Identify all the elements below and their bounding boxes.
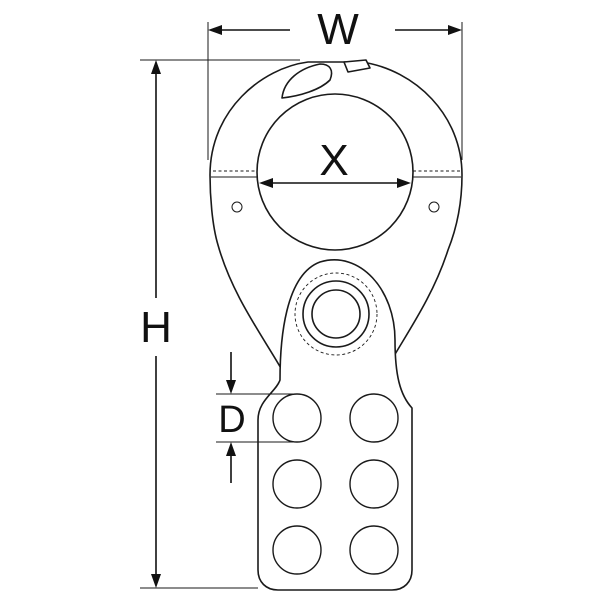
d-label: D <box>218 399 245 441</box>
dimension-x: X <box>259 136 411 188</box>
pivot-inner <box>311 289 361 339</box>
d-arrow-bottom <box>226 442 236 456</box>
x-label: X <box>319 136 348 185</box>
jaw-body <box>209 59 463 371</box>
padlock-hole-5 <box>272 525 322 575</box>
pivot-dashed-ring <box>294 272 378 356</box>
padlock-hole-3 <box>272 459 322 509</box>
dimension-h: H <box>140 59 300 589</box>
h-arrow-top <box>151 60 161 74</box>
h-label: H <box>140 303 172 352</box>
lock-plate <box>257 259 413 591</box>
dimension-d: D <box>216 352 297 483</box>
w-arrow-left <box>208 25 222 35</box>
x-arrow-left <box>259 178 273 188</box>
h-arrow-bottom <box>151 574 161 588</box>
d-arrow-top <box>226 380 236 394</box>
padlock-hole-4 <box>349 459 399 509</box>
padlock-hole-2 <box>349 393 399 443</box>
x-arrow-right <box>397 178 411 188</box>
jaw-ring <box>256 93 414 251</box>
jaw-outline <box>209 61 463 371</box>
padlock-hole-1 <box>272 393 322 443</box>
latch-tip <box>343 59 371 73</box>
w-arrow-right <box>448 25 462 35</box>
pivot-outer <box>302 280 370 348</box>
right-rivet <box>428 201 440 213</box>
padlock-hole-6 <box>349 525 399 575</box>
left-rivet <box>231 201 243 213</box>
w-label: W <box>317 5 359 54</box>
dimension-w: W <box>207 5 463 160</box>
latch-tab <box>281 63 333 99</box>
